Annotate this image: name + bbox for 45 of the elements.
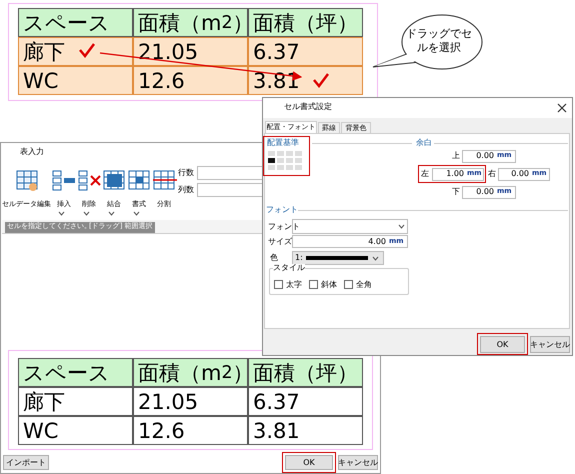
button: キャンセル [530,336,570,353]
field-label: 1: [295,254,303,262]
button: OK [285,455,333,470]
field-label: サイズ [268,238,292,246]
field-value: 0.00 [510,170,529,179]
window-title: セル書式設定 [284,103,332,111]
field-label: 太字 [286,281,302,289]
field-label: 右 [488,170,496,178]
field-label: 左 [421,170,429,178]
field-label: 下 [452,188,460,196]
field-label: スタイル [273,264,305,272]
field-value: 4.00 [367,238,386,247]
field-label: 上 [452,152,460,160]
button: OK [480,336,525,353]
button: キャンセル [338,455,378,470]
table-cell: 面積（坪） [248,358,363,387]
section-heading: 配置基準 [267,139,299,147]
table-cell: 12.6 [133,416,248,445]
table-cell: 21.05 [133,37,248,66]
field-label: 列数 [178,186,194,194]
table-cell: WC [18,66,133,95]
table-cell: 6.37 [248,387,363,416]
table-cell: 21.05 [133,387,248,416]
callout-text: ドラッグでセルを選択 [405,27,473,56]
section-heading: フォント [266,206,298,214]
field-label: 全角 [356,281,372,289]
table-cell: WC [18,416,133,445]
table-cell: 6.37 [248,37,363,66]
button: インポート [3,455,49,470]
field-label: フォント [268,223,300,231]
field-value: 0.00 [475,152,494,161]
window-title: 表入力 [20,148,44,156]
field-label: 斜体 [321,281,337,289]
table-cell: 3.81 [248,416,363,445]
table-cell: スペース [18,358,133,387]
field-value: 1.00 [445,170,464,179]
table-cell: 12.6 [133,66,248,95]
section-heading: 余白 [416,139,432,147]
table-cell: スペース [18,8,133,37]
table-cell: 面積（坪） [248,8,363,37]
table-cell: 廊下 [18,387,133,416]
field-label: 行数 [178,169,194,177]
field-value: 0.00 [475,188,494,197]
field-label: 色 [270,254,278,262]
table-cell: 廊下 [18,37,133,66]
